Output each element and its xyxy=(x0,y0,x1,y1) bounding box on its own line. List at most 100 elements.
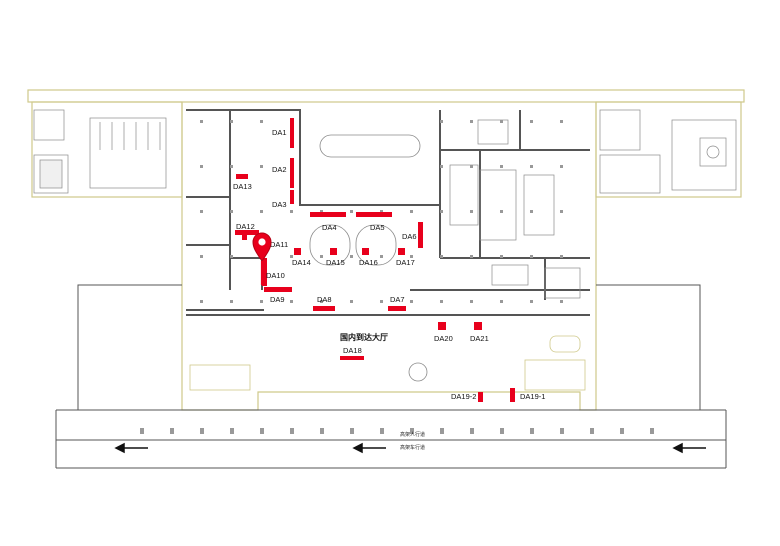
ad-spot-da17[interactable] xyxy=(398,248,405,255)
columns xyxy=(200,120,563,303)
column xyxy=(230,210,233,213)
left-arrow-icon xyxy=(114,442,148,454)
column xyxy=(530,120,533,123)
column xyxy=(560,210,563,213)
lane-marker xyxy=(500,428,504,434)
column xyxy=(200,165,203,168)
ad-spot-label-da15: DA15 xyxy=(326,258,345,267)
column xyxy=(320,300,323,303)
ad-spot-da4[interactable] xyxy=(310,212,346,217)
location-pin-icon[interactable] xyxy=(252,232,272,285)
column xyxy=(200,120,203,123)
ad-spot-label-da7: DA7 xyxy=(390,295,405,304)
column xyxy=(560,300,563,303)
column xyxy=(500,210,503,213)
lane-marker xyxy=(140,428,144,434)
column xyxy=(290,210,293,213)
ad-spot-label-da11: DA11 xyxy=(270,240,288,249)
column xyxy=(530,210,533,213)
column xyxy=(350,255,353,258)
column xyxy=(470,210,473,213)
right-rooms xyxy=(449,119,581,299)
ad-spot-da6[interactable] xyxy=(418,222,423,248)
ad-spot-da14[interactable] xyxy=(294,248,301,255)
ad-spot-da9[interactable] xyxy=(264,287,292,292)
lane-marker xyxy=(560,428,564,434)
ad-spot-da19-1[interactable] xyxy=(510,388,515,402)
hall-label: 国内到达大厅 xyxy=(340,332,388,342)
column xyxy=(560,255,563,258)
ad-spot-label-da19-1: DA19-1 xyxy=(520,392,545,401)
ad-spot-label-da18: DA18 xyxy=(343,346,362,355)
column xyxy=(560,165,563,168)
column xyxy=(470,165,473,168)
ad-spot-da12[interactable] xyxy=(235,230,259,235)
building-outline xyxy=(27,89,745,411)
ad-spot-da13[interactable] xyxy=(236,174,248,179)
left-arrow-icon xyxy=(352,442,386,454)
ad-spot-label-da4: DA4 xyxy=(322,223,337,232)
ad-spot-label-da14: DA14 xyxy=(292,258,311,267)
ad-spot-da7[interactable] xyxy=(388,306,406,311)
column xyxy=(230,255,233,258)
column xyxy=(200,300,203,303)
ad-spot-da1[interactable] xyxy=(290,118,294,148)
ad-spot-label-da6: DA6 xyxy=(402,232,417,241)
column xyxy=(230,120,233,123)
ad-spot-label-da5: DA5 xyxy=(370,223,385,232)
column xyxy=(440,165,443,168)
ad-spot-da8[interactable] xyxy=(313,306,335,311)
column xyxy=(320,255,323,258)
lane-marker xyxy=(620,428,624,434)
ad-spot-da2[interactable] xyxy=(290,158,294,188)
left-wing xyxy=(33,109,167,194)
column xyxy=(200,255,203,258)
column xyxy=(470,255,473,258)
column xyxy=(260,120,263,123)
ad-spot-label-da8: DA8 xyxy=(317,295,332,304)
column xyxy=(470,300,473,303)
vehicle-lane-label: 高架车行道 xyxy=(400,444,425,451)
ad-spot-da3[interactable] xyxy=(290,190,294,204)
column xyxy=(260,300,263,303)
baggage-carousels xyxy=(309,134,421,266)
ad-spot-label-da19-2: DA19-2 xyxy=(451,392,476,401)
column xyxy=(440,210,443,213)
column xyxy=(440,120,443,123)
column xyxy=(500,300,503,303)
column xyxy=(530,300,533,303)
right-wing xyxy=(599,109,737,194)
lane-marker xyxy=(260,428,264,434)
column xyxy=(470,120,473,123)
ad-spot-label-da3: DA3 xyxy=(272,200,287,209)
ad-spot-da18[interactable] xyxy=(340,356,364,360)
ad-spot-da10[interactable] xyxy=(262,258,267,286)
column xyxy=(440,300,443,303)
ad-spot-label-da1: DA1 xyxy=(272,128,287,137)
column xyxy=(410,255,413,258)
ad-spot-label-da2: DA2 xyxy=(272,165,287,174)
pedestrian-lane-label: 高架人行道 xyxy=(400,431,425,438)
column xyxy=(440,255,443,258)
ad-spot-label-da9: DA9 xyxy=(270,295,285,304)
ad-spot-da21[interactable] xyxy=(474,322,482,330)
ad-spot-label-da21: DA21 xyxy=(470,334,489,343)
column xyxy=(350,210,353,213)
column xyxy=(260,165,263,168)
column xyxy=(230,165,233,168)
ad-spot-da19-2[interactable] xyxy=(478,392,483,402)
ad-spot-da20[interactable] xyxy=(438,322,446,330)
column xyxy=(410,210,413,213)
column xyxy=(260,210,263,213)
ad-spots xyxy=(235,118,515,402)
ad-spot-label-da12: DA12 xyxy=(236,222,255,231)
ad-spot-da5[interactable] xyxy=(356,212,392,217)
column xyxy=(380,255,383,258)
lane-marker xyxy=(320,428,324,434)
lane-markers xyxy=(140,428,654,434)
ad-spot-da11[interactable] xyxy=(242,235,247,240)
ad-spot-da16[interactable] xyxy=(362,248,369,255)
lower-hall xyxy=(189,335,586,391)
ad-spot-da15[interactable] xyxy=(330,248,337,255)
